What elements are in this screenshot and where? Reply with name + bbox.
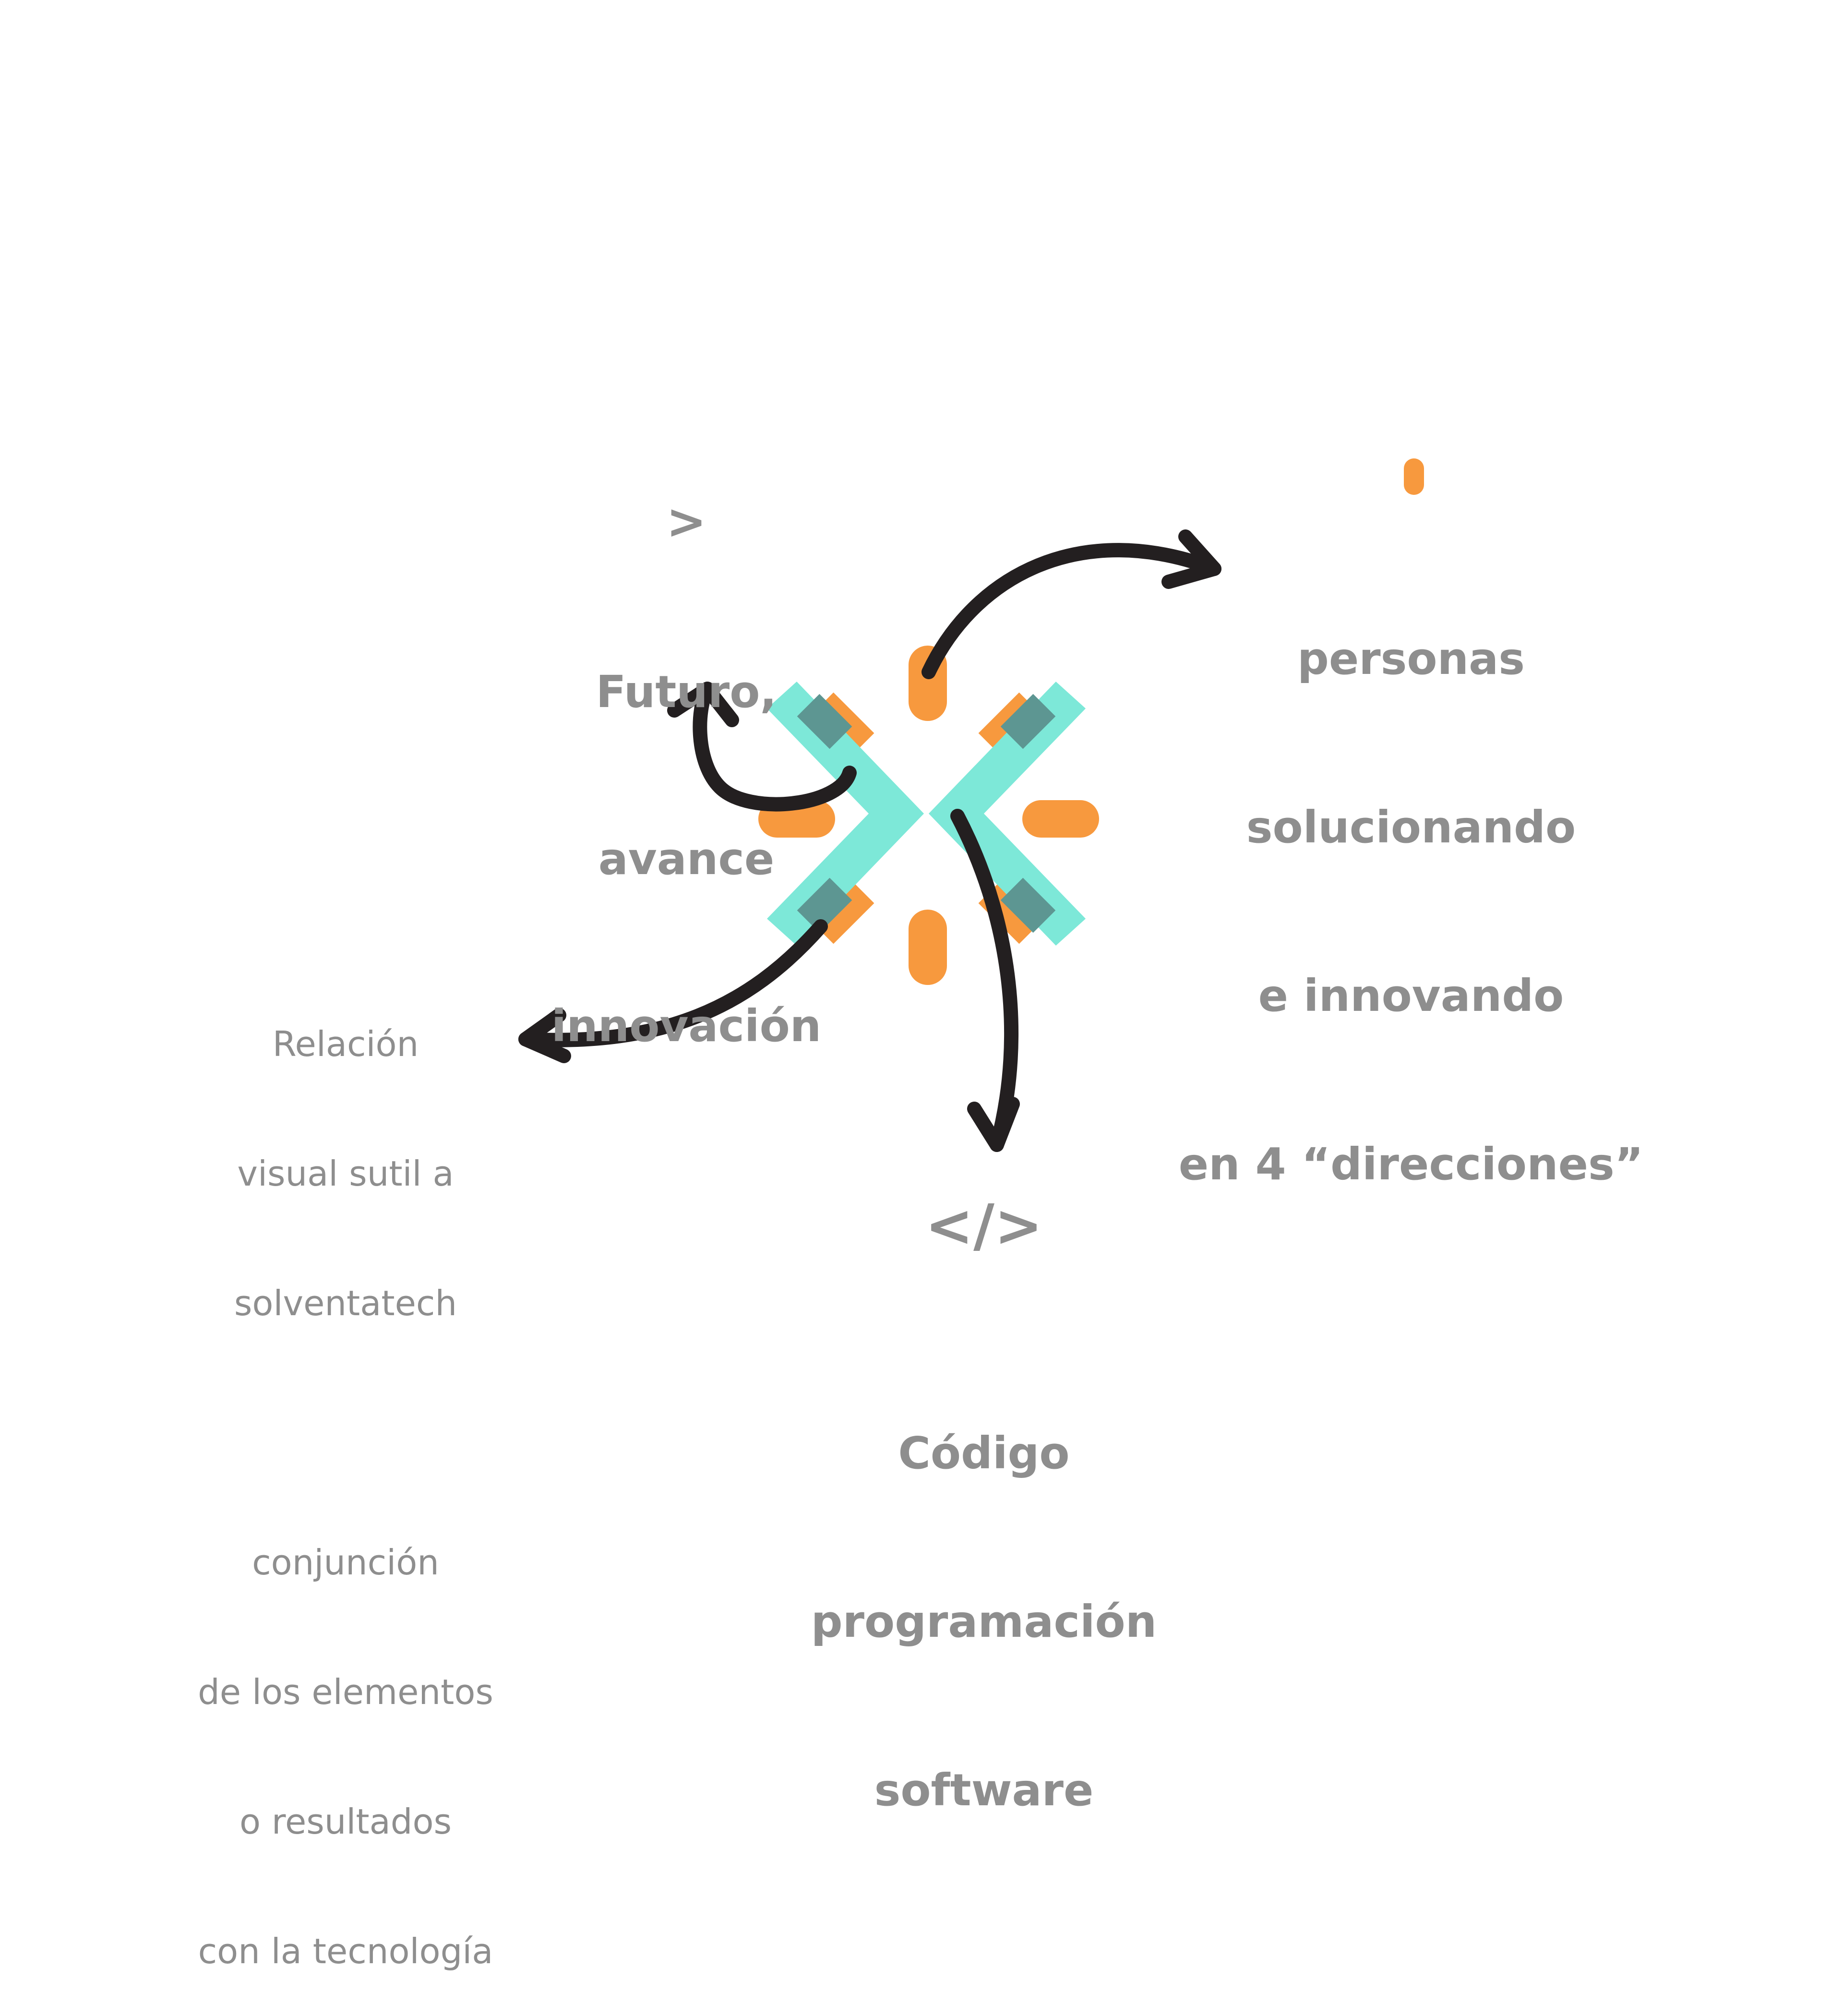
futuro-line-1: Futuro, — [596, 666, 777, 718]
arrows — [518, 529, 1221, 1152]
arrow-to-codigo — [950, 809, 1020, 1152]
relacion-line-7: o resultados — [239, 1801, 452, 1842]
orange-dashes — [758, 458, 1424, 985]
codigo-line-2: programación — [811, 1596, 1157, 1647]
personas-line-4: en 4 “direcciones” — [1178, 1139, 1644, 1190]
orange-dash-personas — [1404, 458, 1424, 495]
relacion-line-6: de los elementos — [198, 1672, 493, 1712]
relacion-line-1: Relación — [272, 1024, 419, 1064]
codigo-line-3: software — [874, 1764, 1094, 1816]
futuro-line-3: innovación — [551, 1000, 822, 1052]
relacion-line-2: visual sutil a — [237, 1153, 454, 1194]
relacion-line-3: solventatech — [234, 1283, 457, 1323]
orange-dash-right — [1022, 800, 1099, 838]
codigo-line-1: Código — [898, 1428, 1070, 1479]
right-chevron — [929, 682, 1086, 946]
chevron-right-icon: > — [666, 493, 706, 550]
code-icon: </> — [925, 1193, 1043, 1260]
arrow-to-relacion — [518, 919, 828, 1063]
left-chevron — [767, 682, 924, 946]
personas-line-3: e innovando — [1258, 970, 1564, 1021]
relacion-line-8: con la tecnología — [198, 1931, 493, 1971]
futuro-label: > Futuro, avance innovación — [523, 379, 850, 1110]
overlap-marks — [797, 694, 1056, 933]
personas-line-2: solucionando — [1246, 802, 1576, 853]
relacion-label: Relación visual sutil a solventatech con… — [178, 936, 514, 2016]
codigo-label: Código programación software — [749, 1313, 1219, 1874]
arrow-to-personas — [922, 529, 1221, 679]
central-x-diagram — [518, 458, 1424, 1152]
personas-label: personas solucionando e innovando en 4 “… — [1171, 518, 1651, 1248]
x-mark-icon — [767, 682, 1086, 946]
arrow-to-futuro — [667, 682, 857, 812]
relacion-line-4 — [178, 1411, 514, 1454]
personas-line-1: personas — [1297, 633, 1525, 684]
futuro-line-2: avance — [598, 833, 775, 885]
orange-dash-bottom — [909, 910, 947, 985]
relacion-line-5: conjunción — [252, 1542, 439, 1583]
